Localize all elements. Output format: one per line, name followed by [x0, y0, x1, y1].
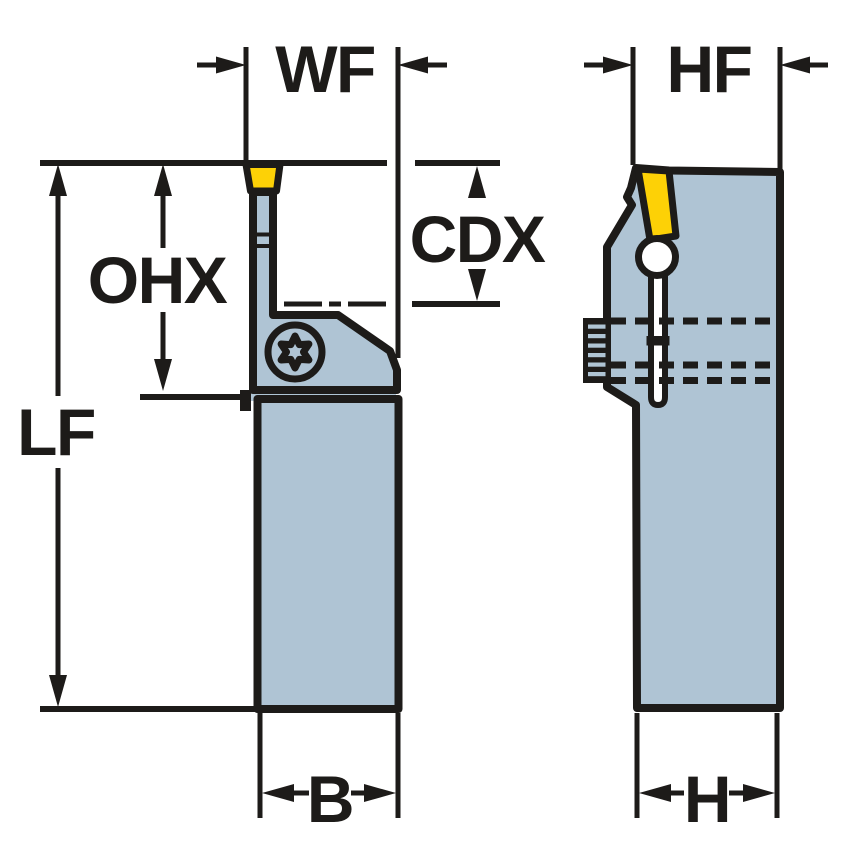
serration-slot	[588, 334, 606, 339]
torx-screw-icon	[264, 321, 326, 383]
dim-hf: HF	[584, 32, 828, 171]
ohx-arrowhead-down	[154, 359, 172, 391]
hf-arrowhead-right	[780, 56, 810, 74]
serrated-rail	[583, 318, 611, 383]
dim-b: B	[257, 713, 401, 836]
dim-ohx: OHX	[88, 164, 229, 391]
lf-label: LF	[17, 395, 95, 469]
b-arrowhead-left	[262, 784, 294, 802]
cdx-arrowhead-down	[468, 269, 486, 301]
serration-slot	[588, 353, 606, 358]
cdx-arrowhead-up	[468, 166, 486, 198]
wf-label: WF	[275, 32, 375, 106]
ohx-arrowhead-up	[154, 164, 172, 196]
shank-side	[603, 164, 784, 712]
cdx-label: CDX	[410, 202, 546, 276]
wf-arrowhead-left	[216, 56, 246, 74]
clamp-slot	[648, 262, 668, 409]
wf-arrowhead-right	[398, 56, 428, 74]
side-view: HF H	[583, 32, 828, 836]
lf-arrowhead-up	[49, 164, 67, 196]
serration-slot	[588, 362, 606, 367]
serration-slot	[588, 343, 606, 348]
serration-slot	[588, 324, 606, 329]
hf-arrowhead-left	[603, 56, 633, 74]
dim-cdx: CDX	[410, 160, 547, 307]
clamp-slot-crossbar	[646, 336, 670, 346]
dim-lf: LF	[17, 164, 96, 707]
torx-star-icon	[277, 332, 313, 372]
h-arrowhead-left	[639, 784, 671, 802]
dim-wf: WF	[197, 32, 447, 358]
cutting-insert-side	[634, 165, 680, 244]
serration-slot	[588, 372, 606, 377]
b-arrowhead-right	[364, 784, 396, 802]
h-label: H	[684, 762, 730, 836]
lf-arrowhead-down	[49, 675, 67, 707]
b-label: B	[307, 762, 353, 836]
clamp-relief-hole	[635, 235, 679, 279]
dim-h: H	[634, 713, 780, 836]
hf-label: HF	[667, 32, 752, 106]
ohx-label: OHX	[88, 243, 228, 317]
h-arrowhead-right	[743, 784, 775, 802]
front-view: WF OHX CDX LF	[17, 32, 547, 836]
cutting-insert-front	[242, 161, 284, 195]
shank-front	[253, 395, 403, 713]
head-left-step	[240, 390, 251, 411]
